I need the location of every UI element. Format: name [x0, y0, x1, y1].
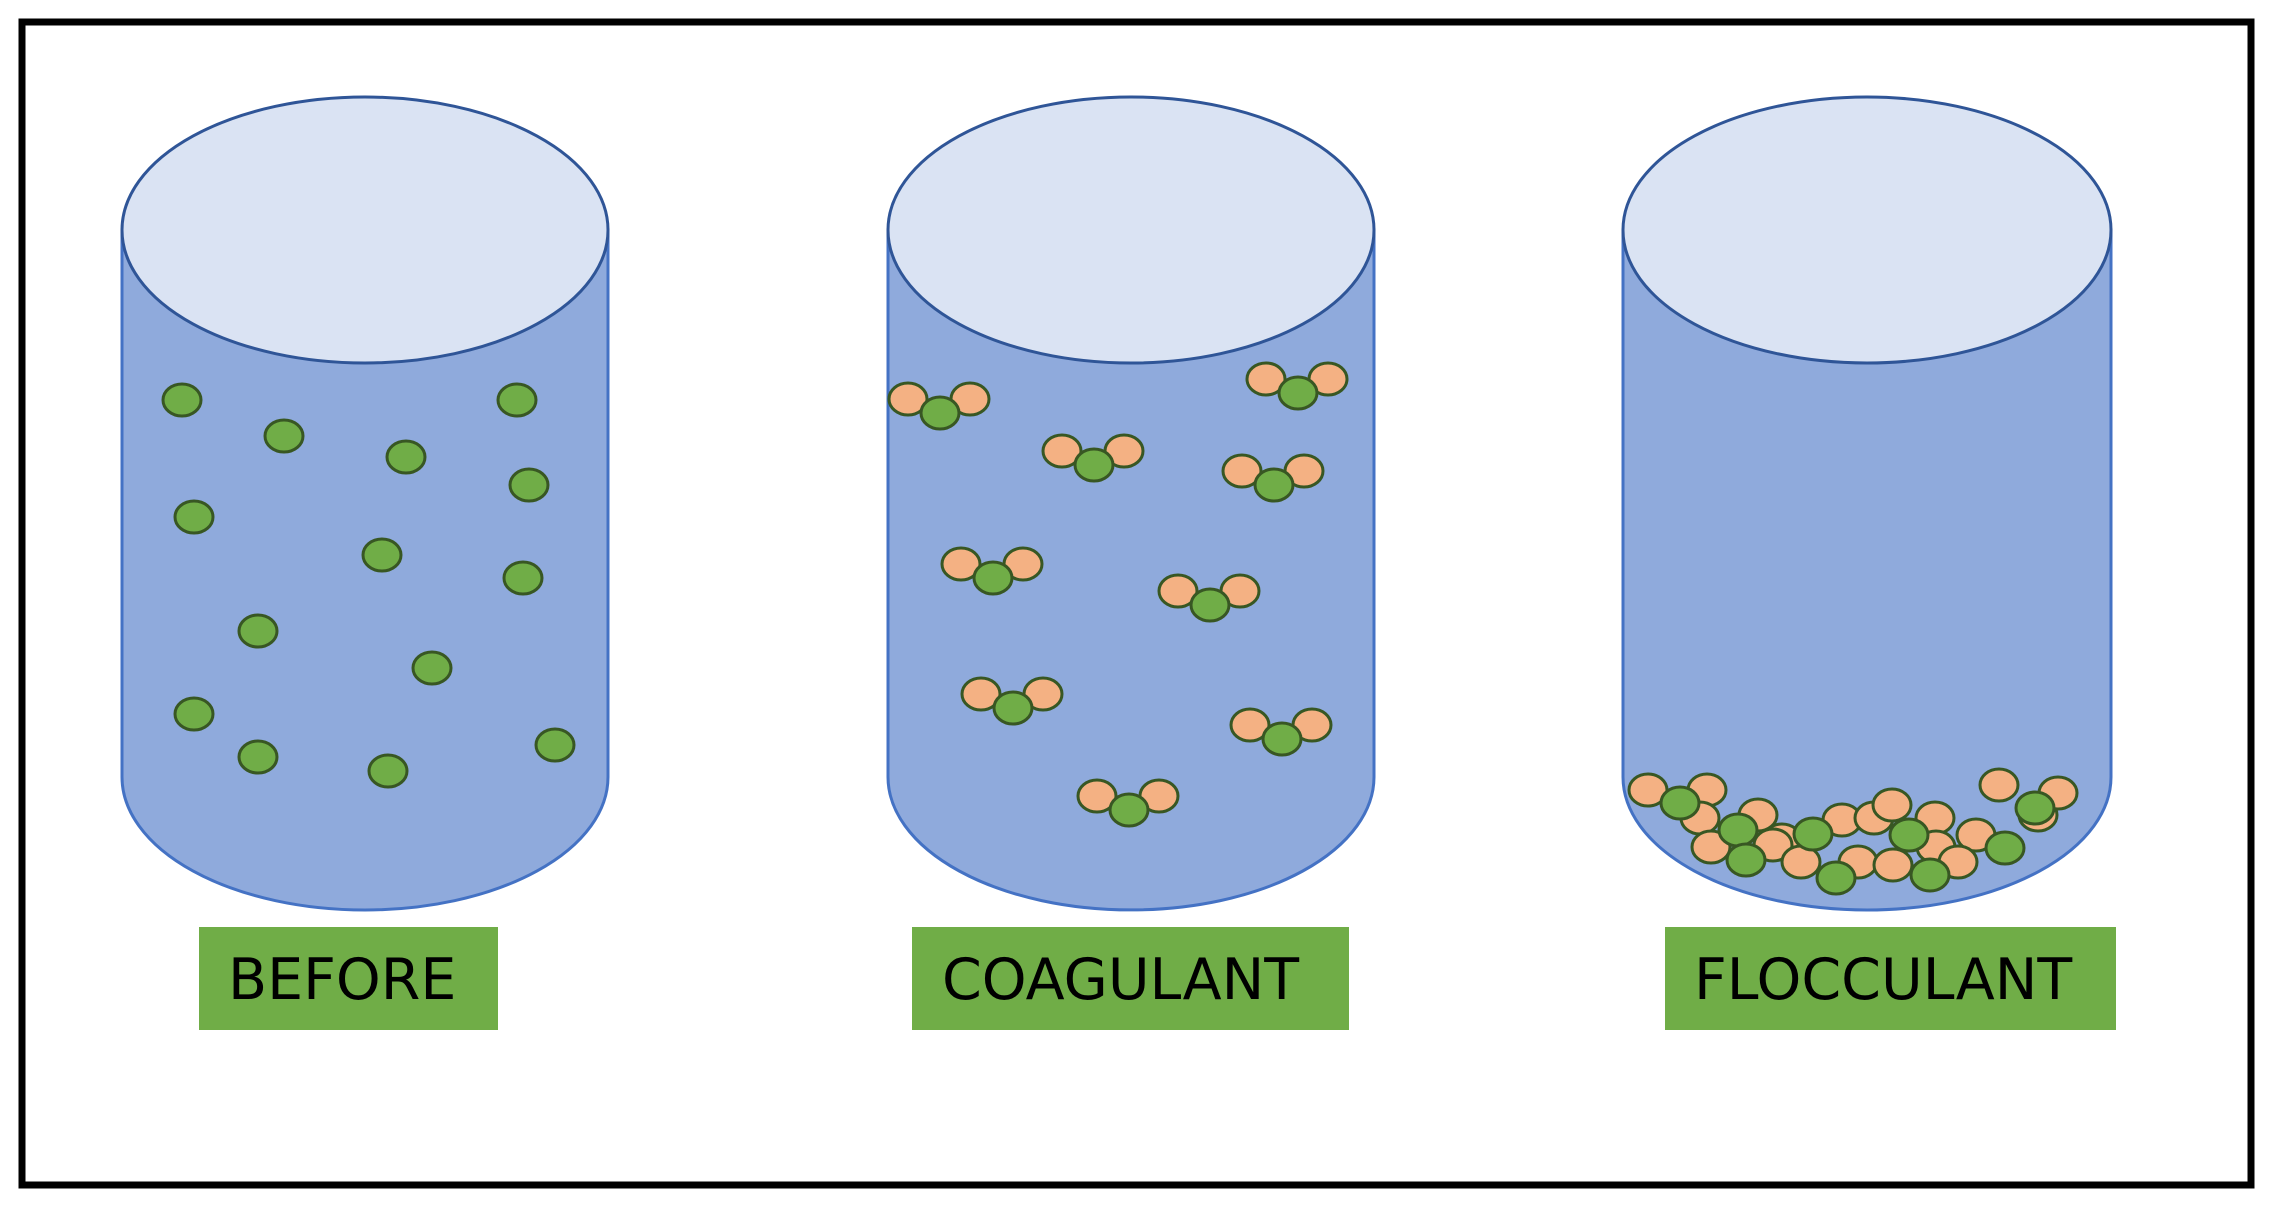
green-particle-icon [508, 467, 550, 503]
green-particle-icon [919, 395, 961, 431]
orange-particle-icon [1221, 453, 1263, 489]
orange-particle-icon [1157, 573, 1199, 609]
green-particle-icon [1984, 830, 2026, 866]
label-before: BEFORE [199, 927, 498, 1030]
label-coagulant: COAGULANT [912, 927, 1349, 1030]
cylinder-top [1621, 95, 2113, 365]
green-particle-icon [367, 753, 409, 789]
label-background [199, 927, 498, 1030]
green-particle-icon [173, 696, 215, 732]
green-particle-icon [1277, 375, 1319, 411]
cylinder-before [120, 95, 610, 912]
label-before-text: BEFORE [228, 947, 456, 1013]
label-background [912, 927, 1349, 1030]
cylinder-body [1621, 228, 2113, 912]
label-coagulant-text: COAGULANT [942, 947, 1299, 1013]
green-particle-icon [2014, 790, 2056, 826]
green-particle-icon [361, 537, 403, 573]
green-particle-icon [1888, 817, 1930, 853]
orange-particle-icon [887, 381, 929, 417]
green-particle-icon [411, 650, 453, 686]
green-particle-icon [1073, 447, 1115, 483]
green-particle-icon [972, 560, 1014, 596]
green-particle-icon [1815, 860, 1857, 896]
cylinder-body [120, 228, 610, 912]
green-particle-icon [173, 499, 215, 535]
green-particle-icon [502, 560, 544, 596]
green-particle-icon [1909, 857, 1951, 893]
green-particle-icon [385, 439, 427, 475]
cylinder-flocculant [1621, 95, 2113, 912]
green-particle-icon [1725, 842, 1767, 878]
orange-particle-icon [960, 676, 1002, 712]
green-particle-icon [534, 727, 576, 763]
label-flocculant-text: FLOCCULANT [1694, 947, 2072, 1013]
label-background [1665, 927, 2116, 1030]
green-particle-icon [1792, 816, 1834, 852]
orange-particle-icon [1872, 847, 1914, 883]
cylinder-top [120, 95, 610, 365]
orange-particle-icon [1978, 767, 2020, 803]
orange-particle-icon [1245, 361, 1287, 397]
orange-particle-icon [1041, 433, 1083, 469]
green-particle-icon [161, 382, 203, 418]
green-particle-icon [263, 418, 305, 454]
green-particle-icon [496, 382, 538, 418]
particles-flocculant [1627, 767, 2079, 896]
particles-coagulant [887, 361, 1349, 828]
cylinder-top [886, 95, 1376, 365]
particles-before [161, 382, 576, 789]
green-particle-icon [1108, 792, 1150, 828]
orange-particle-icon [940, 546, 982, 582]
green-particle-icon [237, 739, 279, 775]
green-particle-icon [237, 613, 279, 649]
label-flocculant: FLOCCULANT [1665, 927, 2116, 1030]
green-particle-icon [1659, 785, 1701, 821]
orange-particle-icon [1229, 707, 1271, 743]
green-particle-icon [1189, 587, 1231, 623]
orange-particle-icon [1076, 778, 1118, 814]
green-particle-icon [1253, 467, 1295, 503]
green-particle-icon [1261, 721, 1303, 757]
orange-particle-icon [1871, 787, 1913, 823]
green-particle-icon [1717, 812, 1759, 848]
cylinder-coagulant [886, 95, 1376, 912]
green-particle-icon [992, 690, 1034, 726]
